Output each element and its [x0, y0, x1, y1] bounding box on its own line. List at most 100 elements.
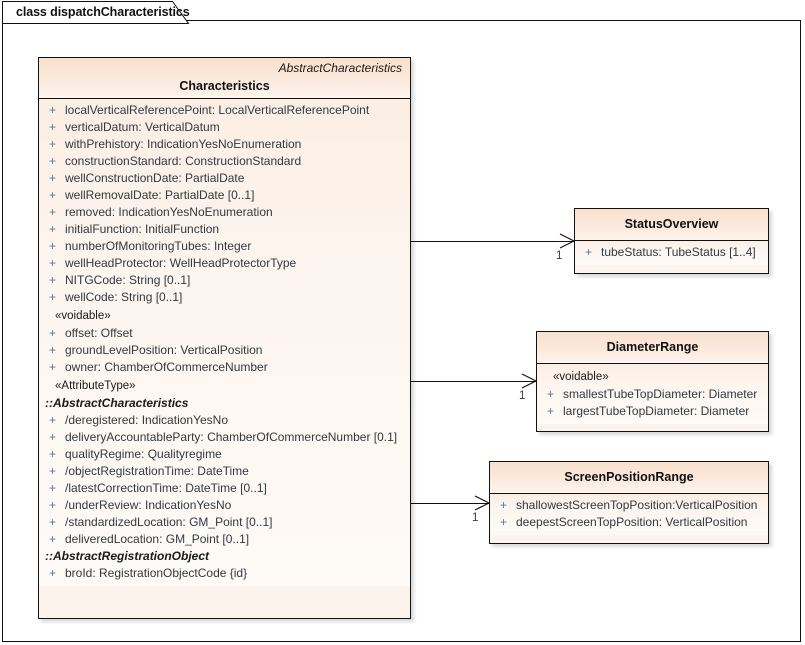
attribute-signature: wellCode: String [0..1]	[65, 290, 183, 304]
visibility-marker: +	[49, 464, 57, 478]
visibility-marker: +	[49, 273, 57, 287]
visibility-marker: +	[49, 137, 57, 151]
attribute-signature: tubeStatus: TubeStatus [1..4]	[601, 245, 756, 259]
attribute-signature: owner: ChamberOfCommerceNumber	[65, 360, 268, 374]
attribute-signature: /objectRegistrationTime: DateTime	[65, 464, 249, 478]
diagram-title-tab[interactable]: class dispatchCharacteristics	[2, 1, 190, 25]
class-attributes-screenpositionrange: + shallowestScreenTopPosition:VerticalPos…	[490, 494, 768, 535]
connector-arrowhead-statusoverview	[559, 233, 574, 249]
attribute-row[interactable]: +wellConstructionDate: PartialDate	[39, 170, 410, 187]
visibility-marker: +	[49, 154, 57, 168]
visibility-marker: +	[49, 430, 57, 444]
class-name-screenpositionrange: ScreenPositionRange	[564, 470, 694, 484]
attribute-signature: broId: RegistrationObjectCode {id}	[65, 566, 248, 580]
attribute-row[interactable]: +localVerticalReferencePoint: LocalVerti…	[39, 102, 410, 119]
attribute-row[interactable]: +owner: ChamberOfCommerceNumber	[39, 359, 410, 376]
class-box-statusoverview[interactable]: StatusOverview +tubeStatus: TubeStatus […	[574, 208, 769, 274]
visibility-marker: +	[49, 239, 57, 253]
class-qualifier-abstractcharacteristics: AbstractCharacteristics	[278, 61, 402, 75]
connector-arrowhead-screenpositionrange	[474, 495, 489, 511]
visibility-marker: +	[500, 515, 508, 529]
attribute-row[interactable]: + /deregistered: IndicationYesNo	[39, 412, 410, 429]
attribute-row[interactable]: +deepestScreenTopPosition: VerticalPosit…	[490, 514, 768, 531]
diagram-title-label: class dispatchCharacteristics	[16, 5, 190, 19]
visibility-marker: +	[49, 188, 57, 202]
connector-line-diameterrange	[411, 381, 537, 382]
visibility-marker: +	[547, 404, 555, 418]
class-attributes-statusoverview: + tubeStatus: TubeStatus [1..4]	[575, 241, 768, 265]
attribute-row[interactable]: + deliveryAccountableParty: ChamberOfComm…	[39, 429, 410, 446]
visibility-marker: +	[500, 498, 508, 512]
attribute-row[interactable]: +wellCode: String [0..1]	[39, 289, 410, 306]
attribute-signature: offset: Offset	[65, 326, 133, 340]
visibility-marker: +	[49, 481, 57, 495]
class-header-screenpositionrange: ScreenPositionRange	[490, 462, 768, 494]
attribute-row[interactable]: + initialFunction: InitialFunction	[39, 221, 410, 238]
class-box-screenpositionrange[interactable]: ScreenPositionRange + shallowestScreenTop…	[489, 461, 769, 544]
attribute-row[interactable]: + tubeStatus: TubeStatus [1..4]	[575, 244, 768, 261]
attribute-signature: deliveryAccountableParty: ChamberOfComme…	[65, 430, 398, 444]
visibility-marker: +	[49, 326, 57, 340]
visibility-marker: +	[49, 532, 57, 546]
attribute-row[interactable]: + largestTubeTopDiameter: Diameter	[537, 403, 768, 420]
connector-line-screenpositionrange	[411, 503, 490, 504]
attribute-row[interactable]: + deliveredLocation: GM_Point [0..1]	[39, 531, 410, 548]
attribute-signature: constructionStandard: ConstructionStanda…	[65, 154, 302, 168]
attribute-signature: localVerticalReferencePoint: LocalVertic…	[65, 103, 370, 117]
attribute-row[interactable]: +verticalDatum: VerticalDatum	[39, 119, 410, 136]
attribute-signature: wellConstructionDate: PartialDate	[65, 171, 245, 185]
tab-shape-icon	[2, 1, 190, 24]
visibility-marker: +	[49, 413, 57, 427]
attribute-row[interactable]: +groundLevelPosition: VerticalPosition	[39, 342, 410, 359]
attribute-signature: largestTubeTopDiameter: Diameter	[563, 404, 750, 418]
connector-multiplicity-statusoverview: 1	[556, 250, 563, 262]
attribute-signature: /standardizedLocation: GM_Point [0..1]	[65, 515, 273, 529]
attribute-row[interactable]: + offset: Offset	[39, 325, 410, 342]
attribute-signature: /underReview: IndicationYesNo	[65, 498, 232, 512]
attribute-signature: /latestCorrectionTime: DateTime [0..1]	[65, 481, 267, 495]
class-name-characteristics: Characteristics	[179, 79, 270, 93]
attribute-row[interactable]: + constructionStandard: ConstructionStand…	[39, 153, 410, 170]
attribute-signature: /deregistered: IndicationYesNo	[65, 413, 228, 427]
attribute-row[interactable]: + broId: RegistrationObjectCode {id}	[39, 565, 410, 582]
attribute-signature: numberOfMonitoringTubes: Integer	[65, 239, 252, 253]
attribute-row[interactable]: +NITGCode: String [0..1]	[39, 272, 410, 289]
visibility-marker: +	[547, 387, 555, 401]
attribute-signature: smallestTubeTopDiameter: Diameter	[563, 387, 758, 401]
visibility-marker: +	[49, 447, 57, 461]
attribute-row[interactable]: + smallestTubeTopDiameter: Diameter	[537, 386, 768, 403]
attribute-row[interactable]: + /latestCorrectionTime: DateTime [0..1]	[39, 480, 410, 497]
attribute-row[interactable]: + withPrehistory: IndicationYesNoEnumerat…	[39, 136, 410, 153]
attribute-row[interactable]: +/underReview: IndicationYesNo	[39, 497, 410, 514]
connector-multiplicity-screenpositionrange: 1	[472, 512, 479, 524]
connector-arrowhead-diameterrange	[521, 373, 536, 389]
attribute-signature: shallowestScreenTopPosition:VerticalPosi…	[516, 498, 758, 512]
visibility-marker: +	[49, 566, 57, 580]
attribute-row[interactable]: + numberOfMonitoringTubes: Integer	[39, 238, 410, 255]
visibility-marker: +	[49, 515, 57, 529]
attribute-row[interactable]: + /standardizedLocation: GM_Point [0..1]	[39, 514, 410, 531]
attribute-row[interactable]: +wellHeadProtector: WellHeadProtectorTyp…	[39, 255, 410, 272]
attribute-signature: deliveredLocation: GM_Point [0..1]	[65, 532, 250, 546]
visibility-marker: +	[49, 256, 57, 270]
class-box-characteristics[interactable]: AbstractCharacteristics Characteristics …	[38, 57, 411, 619]
attribute-signature: verticalDatum: VerticalDatum	[65, 120, 220, 134]
visibility-marker: +	[49, 222, 57, 236]
stereotype-group-label: «voidable»	[553, 371, 609, 383]
attribute-signature: withPrehistory: IndicationYesNoEnumerati…	[65, 137, 302, 151]
attribute-row[interactable]: +qualityRegime: Qualityregime	[39, 446, 410, 463]
class-box-diameterrange[interactable]: DiameterRange «voidable»+smallestTubeTop…	[536, 331, 769, 432]
class-attributes-diameterrange: «voidable» + smallestTubeTopDiameter: Diam…	[537, 364, 768, 424]
visibility-marker: +	[49, 343, 57, 357]
attribute-signature: initialFunction: InitialFunction	[65, 222, 220, 236]
visibility-marker: +	[49, 205, 57, 219]
attribute-row[interactable]: + /objectRegistrationTime: DateTime	[39, 463, 410, 480]
attribute-row[interactable]: + shallowestScreenTopPosition:VerticalPos…	[490, 497, 768, 514]
attribute-row[interactable]: +wellRemovalDate: PartialDate [0..1]	[39, 187, 410, 204]
visibility-marker: +	[585, 245, 593, 259]
attribute-row[interactable]: + removed: IndicationYesNoEnumeration	[39, 204, 410, 221]
connector-multiplicity-diameterrange: 1	[519, 390, 526, 402]
class-attributes-characteristics: + localVerticalReferencePoint: LocalVerti…	[39, 99, 410, 586]
attribute-signature: removed: IndicationYesNoEnumeration	[65, 205, 273, 219]
class-header-characteristics: AbstractCharacteristics Characteristics	[39, 58, 410, 99]
